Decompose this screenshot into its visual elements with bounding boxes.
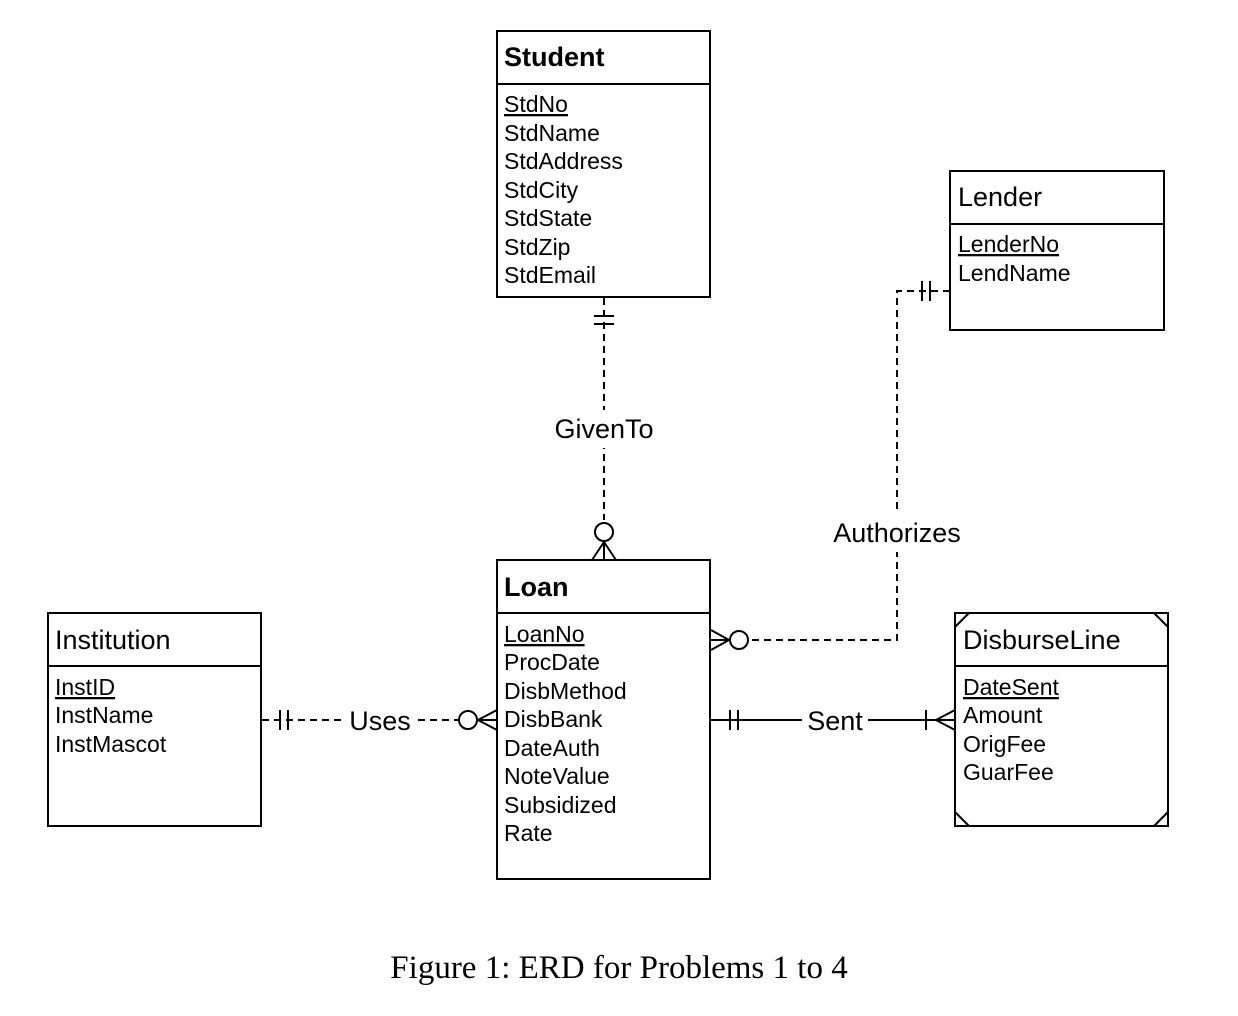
attribute-notevalue: NoteValue [504,763,610,789]
attribute-dateauth: DateAuth [504,735,600,761]
entity-title-disburseline: DisburseLine [963,625,1121,655]
attribute-origfee: OrigFee [963,731,1046,757]
entity-title-institution: Institution [55,625,171,655]
entity-loan: Loan LoanNo ProcDate DisbMethod DisbBank… [496,559,711,880]
attribute-rate: Rate [504,820,553,846]
entity-title-student: Student [504,42,605,72]
attribute-instmascot: InstMascot [55,731,167,757]
relationship-label-uses: Uses [349,706,411,736]
relationship-givento: GivenTo [540,298,668,561]
attribute-stdname: StdName [504,120,600,146]
entity-title-lender: Lender [958,182,1042,212]
relationship-label-givento: GivenTo [554,414,653,444]
attribute-stdcity: StdCity [504,177,579,203]
relationship-label-authorizes: Authorizes [833,518,961,548]
entity-disburseline: DisburseLine DateSent Amount OrigFee Gua… [954,612,1169,827]
attribute-subsidized: Subsidized [504,792,617,818]
attribute-stdaddress: StdAddress [504,148,623,174]
primary-key-lenderno: LenderNo [958,231,1059,257]
attribute-stdzip: StdZip [504,234,570,260]
entity-student: Student StdNo StdName StdAddress StdCity… [496,30,711,298]
relationship-label-sent: Sent [807,706,863,736]
relationship-sent: Sent [711,704,956,738]
attribute-lendname: LendName [958,260,1071,286]
cardinality-zero-many-loan-left [458,710,478,730]
attribute-disbmethod: DisbMethod [504,678,627,704]
cardinality-zero-many-loan-right [729,630,749,650]
primary-key-datesent: DateSent [963,674,1060,700]
primary-key-loanno: LoanNo [504,621,585,647]
cardinality-zero-many-loan-top [594,522,614,542]
attribute-disbbank: DisbBank [504,706,603,732]
relationship-uses: Uses [262,704,498,738]
attribute-stdemail: StdEmail [504,262,596,288]
weak-entity-corner-mark [954,612,970,628]
entity-title-loan: Loan [504,572,569,602]
attribute-guarfee: GuarFee [963,759,1054,785]
attribute-instname: InstName [55,702,153,728]
figure-caption: Figure 1: ERD for Problems 1 to 4 [390,950,848,986]
attribute-stdstate: StdState [504,205,592,231]
attribute-amount: Amount [963,702,1043,728]
primary-key-instid: InstID [55,674,115,700]
relationship-authorizes: Authorizes [710,281,968,651]
entity-lender: Lender LenderNo LendName [949,170,1165,331]
primary-key-stdno: StdNo [504,91,568,117]
entity-institution: Institution InstID InstName InstMascot [47,612,262,827]
attribute-procdate: ProcDate [504,649,600,675]
